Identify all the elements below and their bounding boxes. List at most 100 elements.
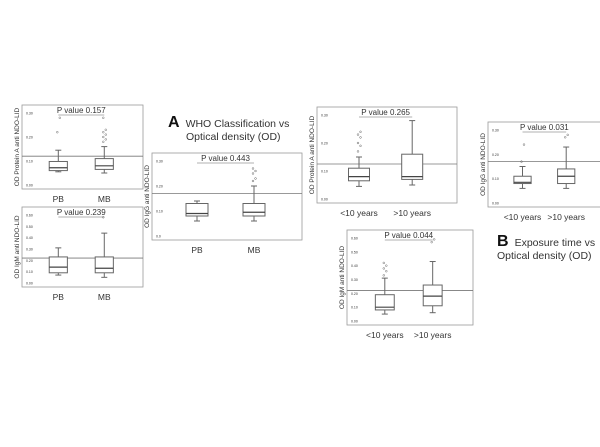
y-tick-label: 0.00 [26, 184, 33, 188]
x-category-label: PB [191, 245, 203, 255]
outlier-point [382, 267, 385, 270]
outlier-point [382, 261, 385, 265]
plot-frame [21, 206, 144, 288]
x-category-label: <10 years [340, 208, 378, 218]
panel-a-title-line1: WHO Classification vs [185, 118, 290, 130]
y-tick-label: 0.0 [156, 235, 161, 239]
y-tick-label: 0.20 [26, 136, 33, 140]
y-tick-label: 0.00 [351, 320, 358, 324]
outlier-point [251, 167, 255, 170]
y-tick-label: 0.40 [351, 264, 358, 268]
y-tick-label: 0.30 [156, 160, 163, 164]
y-tick-label: 0.00 [321, 198, 328, 202]
box-iqr [48, 160, 68, 172]
y-tick-label: 0.20 [492, 153, 499, 157]
outlier-point [564, 136, 567, 139]
y-tick-label: 0.10 [492, 177, 499, 181]
x-category-label: >10 years [393, 208, 431, 218]
plot-frame [487, 121, 600, 208]
outlier-point [254, 169, 257, 173]
y-axis-label: OD IgM anti NDO-LID [339, 246, 346, 310]
y-tick-label: 0.30 [26, 248, 33, 252]
y-axis-label: OD IgM anti NDO-LID [14, 215, 21, 279]
y-tick-label: 0.50 [351, 250, 358, 254]
outlier-point [382, 274, 385, 277]
y-tick-label: 0.10 [26, 270, 33, 274]
outlier-point [104, 133, 107, 136]
outlier-point [430, 241, 433, 244]
y-axis-label: OD Protein A anti NDO-LID [14, 107, 21, 186]
p-value-annotation: P value 0.265 [361, 108, 410, 117]
x-category-label: PB [53, 194, 65, 204]
y-tick-label: 0.00 [492, 202, 499, 206]
chart-a1: 0.00 0.10 0.20 0.30 OD Protein A anti NDO-LI… [14, 104, 144, 204]
outlier-point [359, 130, 362, 133]
x-category-label: PB [53, 292, 65, 302]
box-iqr [374, 294, 395, 311]
y-tick-label: 0.30 [351, 278, 358, 282]
outlier-point [104, 128, 107, 131]
x-category-label: MB [98, 292, 111, 302]
outlier-point [359, 136, 362, 139]
outlier-point [433, 238, 436, 241]
y-tick-label: 0.10 [321, 170, 328, 174]
y-tick-label: 0.10 [156, 210, 163, 214]
outlier-point [356, 141, 360, 145]
box-iqr [513, 175, 532, 185]
p-value-annotation: P value 0.239 [57, 208, 106, 217]
y-axis-label: OD Protein A anti NDO-LID [309, 115, 316, 194]
y-tick-label: 0.10 [351, 306, 358, 310]
y-tick-label: 0.50 [26, 225, 33, 229]
chart-b2: 0.00 0.10 0.20 0.30 OD IgG anti NDO-LID P val… [480, 121, 600, 222]
x-category-label: <10 years [366, 330, 404, 340]
panel-b-title-line1: Exposure time vs [514, 237, 596, 249]
y-tick-label: 0.20 [321, 142, 328, 146]
box-iqr [94, 256, 114, 274]
panel-a-title-line2: Optical density (OD) [186, 131, 281, 143]
panel-b-letter: B [497, 233, 509, 250]
y-tick-label: 0.40 [26, 236, 33, 240]
plot-frame [151, 152, 303, 241]
plot-frame [21, 104, 144, 190]
outlier-point [58, 116, 61, 119]
y-tick-label: 0.30 [321, 114, 328, 118]
y-axis-label: OD IgG anti NDO-LID [480, 133, 487, 196]
plot-frame [346, 229, 474, 326]
y-tick-label: 0.00 [26, 282, 33, 286]
outlier-point [104, 138, 107, 141]
box-iqr [48, 256, 68, 274]
outlier-point [385, 270, 388, 273]
outlier-point [56, 131, 59, 134]
outlier-point [102, 135, 105, 139]
p-value-annotation: P value 0.157 [57, 106, 106, 115]
p-value-annotation: P value 0.044 [384, 231, 433, 240]
plot-frame [316, 106, 458, 204]
outlier-point [102, 116, 105, 119]
box-iqr [348, 167, 370, 182]
outlier-point [102, 216, 105, 219]
box-iqr [185, 203, 209, 217]
y-tick-label: 0.10 [26, 160, 33, 164]
box-iqr [401, 153, 424, 180]
outlier-point [385, 264, 388, 267]
y-tick-label: 0.20 [351, 292, 358, 296]
x-category-label: <10 years [504, 212, 542, 222]
outlier-point [251, 172, 255, 175]
y-tick-label: 0.30 [26, 112, 33, 116]
y-axis-label: OD IgG anti NDO-LID [144, 165, 151, 228]
y-tick-label: 0.60 [26, 214, 33, 218]
p-value-annotation: P value 0.443 [201, 154, 250, 163]
outlier-point [566, 133, 569, 137]
x-category-label: MB [248, 245, 261, 255]
p-value-annotation: P value 0.031 [520, 123, 569, 132]
y-tick-label: 0.30 [492, 129, 499, 133]
outlier-point [102, 140, 105, 143]
outlier-point [102, 131, 105, 134]
outlier-point [520, 160, 523, 163]
x-category-label: >10 years [547, 212, 585, 222]
x-category-label: >10 years [414, 330, 452, 340]
